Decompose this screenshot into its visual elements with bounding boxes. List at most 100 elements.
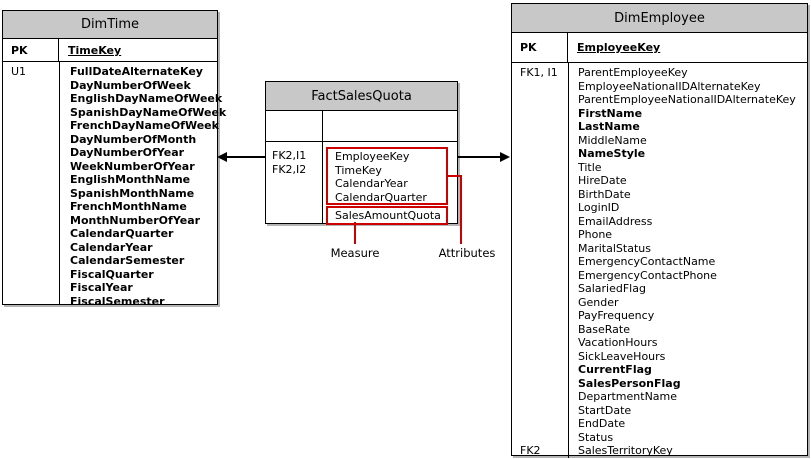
table-row: NameStyle <box>512 147 807 161</box>
table-row: MonthNumberOfYear <box>70 213 201 227</box>
row-column-name: VacationHours <box>578 336 658 349</box>
arrow-right-icon <box>500 152 510 162</box>
row-key-label <box>512 188 569 202</box>
row-column-name: Title <box>578 160 602 174</box>
row-key-label <box>512 363 569 377</box>
column-divider <box>322 142 323 223</box>
row-key-label <box>512 120 569 134</box>
row-key-label <box>512 201 569 215</box>
row-column-name: SickLeaveHours <box>578 349 666 363</box>
row-column-name: LastName <box>578 120 640 133</box>
table-row: DayNumberOfWeek <box>70 78 191 92</box>
table-row: EmployeeNationalIDAlternateKey <box>512 80 807 94</box>
arrow-left-icon <box>217 152 227 162</box>
row-key-label <box>512 377 569 391</box>
factsalesquota-pk-row-empty <box>266 111 457 142</box>
row-key-label <box>512 228 569 242</box>
measure-highlight-box: SalesAmountQuota <box>326 206 448 225</box>
row-key-label <box>512 269 569 283</box>
row-column-name: SalesPersonFlag <box>578 376 681 390</box>
row-column-name: EndDate <box>578 417 626 430</box>
dimemployee-pk-row: PK EmployeeKey <box>512 33 807 63</box>
row-key-label <box>512 282 569 296</box>
row-key-label <box>512 336 569 350</box>
row-column-name: EmergencyContactPhone <box>578 268 717 282</box>
dimemployee-body: FK1, I1 ParentEmployeeKey EmployeeNation… <box>512 63 807 458</box>
table-row: SpanishDayNameOfWeek <box>70 105 227 119</box>
row-key-label <box>512 390 569 404</box>
table-row: EnglishDayNameOfWeek <box>70 92 223 105</box>
table-factsalesquota: FactSalesQuota FK2,I1 FK2,I2 EmployeeKey… <box>265 81 458 225</box>
table-row: Title <box>512 161 807 175</box>
row-column-name: ParentEmployeeKey <box>578 66 688 79</box>
table-row: FullDateAlternateKey <box>70 65 203 78</box>
row-column-name: Status <box>578 430 614 444</box>
row-key-label <box>512 80 569 94</box>
table-row: FK1, I1 ParentEmployeeKey <box>512 66 807 80</box>
table-row: CalendarYear <box>70 240 153 254</box>
dimemployee-pk-label: PK <box>512 33 568 62</box>
row-column-name: LoginID <box>578 201 620 214</box>
table-row: MiddleName <box>512 134 807 148</box>
table-row: EmergencyContactName <box>512 255 807 269</box>
table-row: DayNumberOfMonth <box>70 132 197 146</box>
row-column-name: HireDate <box>578 174 627 187</box>
row-key-label: FK2 <box>520 444 541 457</box>
table-row: LastName <box>512 120 807 134</box>
row-column-name: BirthDate <box>578 187 631 201</box>
dimtime-pk-label: PK <box>3 39 59 61</box>
row-column-name: SalesTerritoryKey <box>578 444 673 457</box>
attributes-label: Attributes <box>438 246 496 260</box>
table-row: FrenchDayNameOfWeek <box>70 119 219 132</box>
table-row: LoginID <box>512 201 807 215</box>
row-column-name: FirstName <box>578 106 643 120</box>
attributes-callout-line-vertical <box>460 175 462 244</box>
table-row: EmailAddress <box>512 215 807 229</box>
relationship-line-dimemployee <box>457 156 501 158</box>
table-row: Gender <box>512 296 807 310</box>
table-row: EndDate <box>512 417 807 431</box>
table-row: PayFrequency <box>512 309 807 323</box>
table-row: Phone <box>512 228 807 242</box>
column-divider <box>59 62 60 304</box>
factsalesquota-fk-labels: FK2,I1 FK2,I2 <box>272 149 307 176</box>
row-key-label <box>512 323 569 337</box>
table-row: EnglishMonthName <box>70 173 191 186</box>
table-row: EmergencyContactPhone <box>512 269 807 283</box>
dimemployee-pk-column: EmployeeKey <box>577 41 661 54</box>
table-row: BirthDate <box>512 188 807 202</box>
table-row: HireDate <box>512 174 807 188</box>
table-row: FrenchMonthName <box>70 200 187 213</box>
table-row: EmployeeKey <box>335 150 410 163</box>
dimtime-pk-row: PK TimeKey <box>3 39 217 62</box>
row-column-name: MaritalStatus <box>578 241 651 255</box>
row-key-label <box>512 309 569 323</box>
table-row: FiscalQuarter <box>70 267 154 281</box>
table-row: CurrentFlag <box>512 363 807 377</box>
attributes-callout-line-horizontal <box>446 175 462 177</box>
row-key-label <box>512 296 569 310</box>
row-key-label <box>512 215 569 229</box>
relationship-line-dimtime <box>226 156 265 158</box>
row-key-label: FK1, I1 <box>520 66 558 79</box>
row-key-label <box>512 404 569 418</box>
column-divider <box>322 111 323 141</box>
row-column-name: MiddleName <box>578 133 647 147</box>
table-dimtime: DimTime PK TimeKey U1 FullDateAlternateK… <box>2 10 226 308</box>
row-column-name: ParentEmployeeNationalIDAlternateKey <box>578 93 796 106</box>
table-title-dimemployee: DimEmployee <box>512 4 807 33</box>
table-row: SpanishMonthName <box>70 186 195 200</box>
table-row: SalesPersonFlag <box>512 377 807 391</box>
row-key-label <box>512 147 569 161</box>
table-row: CalendarQuarter <box>70 227 174 240</box>
table-row: TimeKey <box>335 163 382 177</box>
table-title-dimtime: DimTime <box>3 11 217 39</box>
row-column-name: SalariedFlag <box>578 282 646 295</box>
table-row: StartDate <box>512 404 807 418</box>
row-column-name: Gender <box>578 295 619 309</box>
row-key-label <box>512 161 569 175</box>
table-row: FiscalYear <box>70 281 133 294</box>
column-divider <box>568 63 569 458</box>
